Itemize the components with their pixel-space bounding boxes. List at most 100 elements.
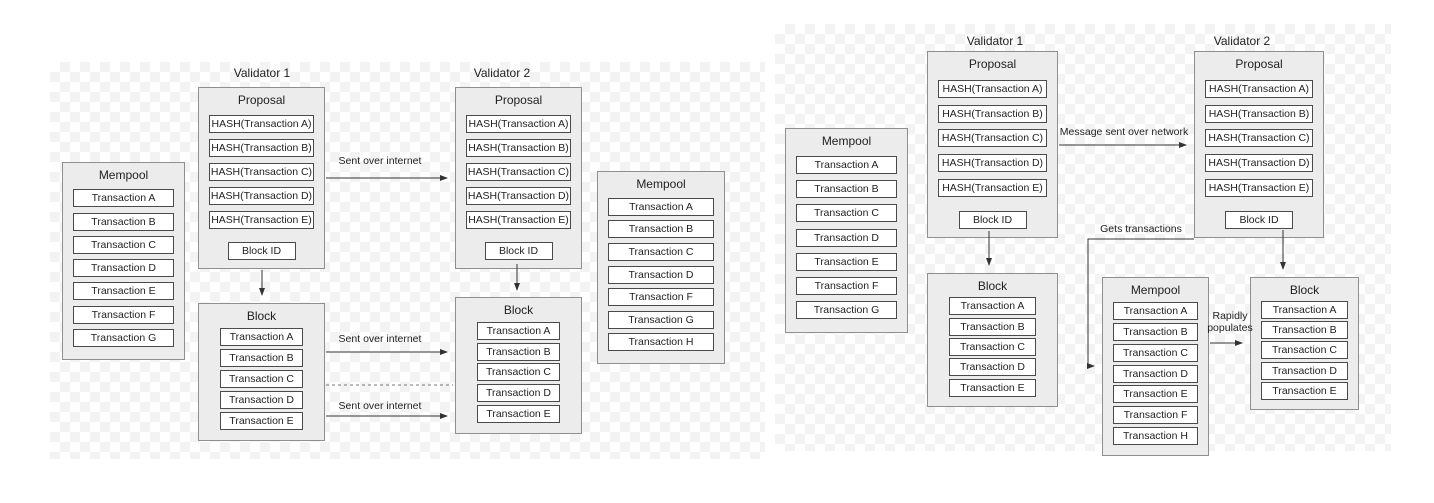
hash-cell: HASH(Transaction C) (938, 129, 1047, 148)
arrow-label-sent-over-internet-1: Sent over internet (338, 155, 422, 167)
hash-cell: HASH(Transaction A) (938, 79, 1047, 98)
transaction-cell: Transaction E (220, 412, 303, 430)
transaction-cell: Transaction G (73, 328, 174, 347)
panel-items: HASH(Transaction A) HASH(Transaction B) HA… (938, 73, 1047, 204)
panel-title: Proposal (1235, 57, 1283, 71)
left-validator2-proposal-panel: Proposal HASH(Transaction A)HASH(Transac… (455, 87, 582, 269)
transaction-cell: Transaction B (796, 180, 897, 199)
transaction-cell: Transaction C (1261, 341, 1348, 360)
transaction-cell: Transaction D (477, 384, 560, 403)
transaction-cell: Transaction B (477, 342, 560, 361)
arrow-label-rapidly-populates: Rapidly populates (1207, 310, 1253, 334)
transaction-cell: Transaction B (220, 349, 303, 367)
transaction-cell: Transaction D (949, 358, 1036, 377)
hash-cell: HASH(Transaction B) (1205, 104, 1313, 123)
hash-cell: HASH(Transaction B) (938, 104, 1047, 123)
transaction-cell: Transaction E (796, 252, 897, 271)
transaction-cell: Transaction F (73, 305, 174, 324)
transaction-cell: Transaction D (220, 391, 303, 409)
transaction-cell: Transaction H (608, 333, 714, 352)
arrow-label-message-sent-over-network: Message sent over network (1059, 126, 1189, 138)
transaction-cell: Transaction B (1261, 321, 1348, 340)
transaction-cell: Transaction B (73, 212, 174, 231)
panel-title: Mempool (98, 168, 149, 182)
transaction-cell: Transaction E (477, 405, 560, 424)
right-validator2-label: Validator 2 (1213, 34, 1271, 48)
hash-cell: HASH(Transaction D) (1205, 154, 1313, 173)
panel-title: Block (503, 303, 534, 317)
block-id-cell: Block ID (1225, 211, 1293, 229)
transaction-cell: Transaction E (1113, 385, 1198, 404)
hash-cell: HASH(Transaction E) (209, 211, 314, 229)
panel-title: Mempool (821, 134, 872, 148)
transaction-cell: Transaction A (796, 156, 897, 175)
transaction-cell: Transaction A (949, 297, 1036, 316)
transaction-cell: Transaction G (608, 310, 714, 329)
transaction-cell: Transaction C (477, 363, 560, 382)
transaction-cell: Transaction D (796, 228, 897, 247)
hash-cell: HASH(Transaction D) (466, 187, 571, 205)
panel-title: Block (246, 309, 277, 323)
panel-title: Proposal (237, 93, 286, 107)
transaction-cell: Transaction A (220, 328, 303, 346)
panel-items: Transaction A Transaction B Transaction C T… (209, 325, 314, 433)
transaction-cell: Transaction A (1113, 301, 1198, 320)
hash-cell: HASH(Transaction D) (938, 154, 1047, 173)
transaction-cell: Transaction G (796, 300, 897, 319)
left-validator2-label: Validator 2 (473, 66, 531, 80)
panel-items: HASH(Transaction A)HASH(Transaction B)HA… (209, 109, 314, 235)
transaction-cell: Transaction H (1113, 427, 1198, 446)
panel-items: HASH(Transaction A) HASH(Transaction B) HA… (1205, 73, 1313, 204)
block-id-cell: Block ID (227, 242, 296, 260)
left-validator1-proposal-panel: Proposal HASH(Transaction A)HASH(Transac… (198, 87, 325, 269)
transaction-cell: Transaction E (73, 282, 174, 301)
panel-title: Block (977, 279, 1008, 293)
hash-cell: HASH(Transaction E) (938, 179, 1047, 198)
transaction-cell: Transaction A (608, 197, 714, 216)
transaction-cell: Transaction F (796, 276, 897, 295)
hash-cell: HASH(Transaction A) (466, 115, 571, 133)
hash-cell: HASH(Transaction A) (1205, 79, 1313, 98)
panel-title: Block (1289, 283, 1320, 297)
transaction-cell: Transaction C (73, 235, 174, 254)
hash-cell: HASH(Transaction C) (1205, 129, 1313, 148)
right-validator2-proposal-panel: Proposal HASH(Transaction A)HASH(Transac… (1194, 51, 1324, 238)
left-validator1-label: Validator 1 (233, 66, 291, 80)
hash-cell: HASH(Transaction A) (209, 115, 314, 133)
transaction-cell: Transaction D (1261, 361, 1348, 380)
transaction-cell: Transaction B (949, 317, 1036, 336)
transaction-cell: Transaction F (608, 288, 714, 307)
transaction-cell: Transaction A (73, 189, 174, 208)
transaction-cell: Transaction E (949, 378, 1036, 397)
left-mempool-panel: Mempool Transaction A Transaction B Transa… (62, 162, 185, 360)
panel-title: Mempool (1130, 283, 1181, 297)
transaction-cell: Transaction C (1113, 343, 1198, 362)
panel-items: HASH(Transaction A)HASH(Transaction B)HA… (466, 109, 571, 235)
transaction-cell: Transaction D (1113, 364, 1198, 383)
transaction-cell: Transaction C (220, 370, 303, 388)
block-id-cell: Block ID (958, 211, 1027, 229)
panel-title: Mempool (636, 177, 686, 191)
panel-items: Transaction A Transaction B Transaction C T… (796, 150, 897, 325)
hash-cell: HASH(Transaction D) (209, 187, 314, 205)
arrow-label-sent-over-internet-2: Sent over internet (338, 333, 422, 345)
transaction-cell: Transaction A (1261, 301, 1348, 320)
transaction-cell: Transaction C (796, 204, 897, 223)
transaction-cell: Transaction C (608, 242, 714, 261)
block-id-cell: Block ID (484, 242, 553, 260)
right-validator1-proposal-panel: Proposal HASH(Transaction A)HASH(Transac… (927, 51, 1058, 238)
panel-title: Proposal (494, 93, 543, 107)
hash-cell: HASH(Transaction C) (466, 163, 571, 181)
transaction-cell: Transaction E (1261, 381, 1348, 400)
